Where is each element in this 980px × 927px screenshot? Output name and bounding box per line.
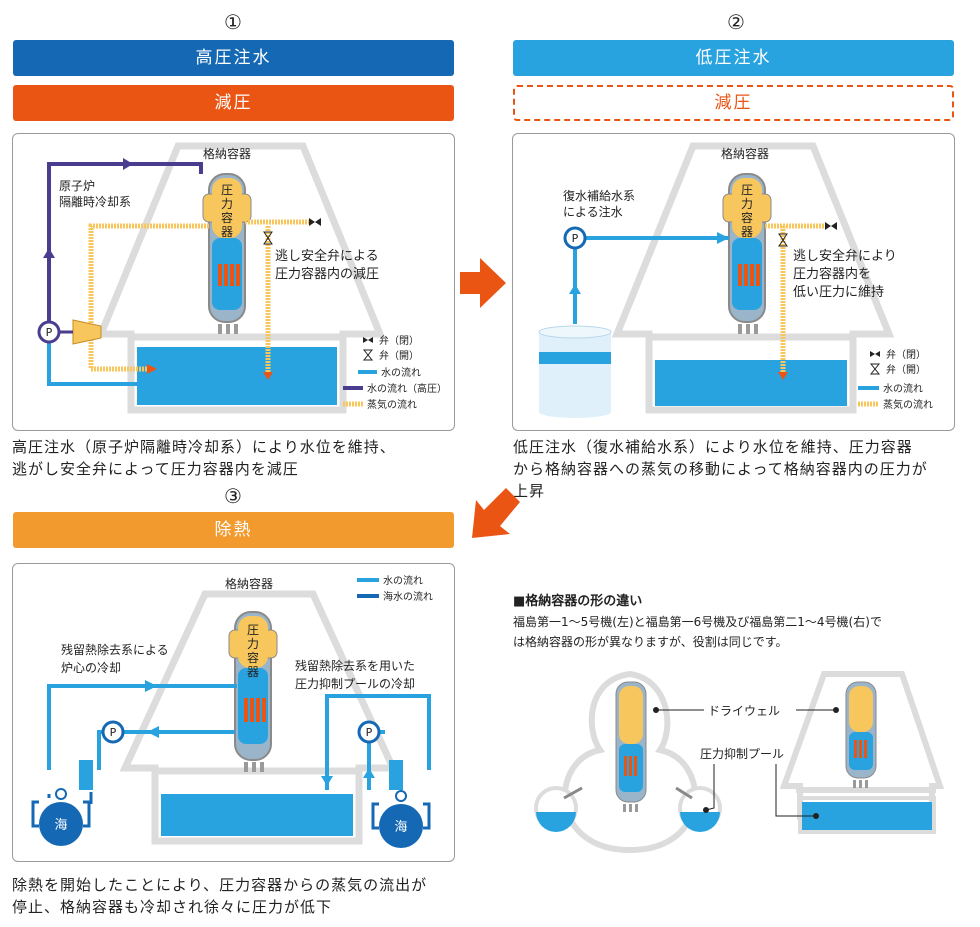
suppression-pool bbox=[161, 794, 353, 836]
step2-bar-depressurization-dashed: 減圧 bbox=[513, 85, 954, 121]
step3-panel: 圧 力 容 器 P 海 P 海 格納容器 残留熱除去系による 炉心の冷却 残留熱… bbox=[12, 563, 455, 862]
svg-text:P: P bbox=[46, 326, 53, 339]
step1-bar-high-pressure-injection: 高圧注水 bbox=[13, 40, 454, 76]
svg-text:圧: 圧 bbox=[247, 623, 259, 637]
svg-text:による注水: による注水 bbox=[563, 204, 623, 219]
step1-bar-depressurization: 減圧 bbox=[13, 85, 454, 121]
turbine-icon bbox=[72, 319, 102, 345]
svg-text:水の流れ: 水の流れ bbox=[883, 382, 923, 395]
step2-panel: 圧 力 容 器 P 復水補給水系 による注水 格納容器 逃し安全弁により 圧力容… bbox=[512, 133, 955, 431]
svg-text:力: 力 bbox=[741, 197, 753, 211]
shapes-text: 福島第一1～5号機(左)と福島第一6号機及び福島第二1～4号機(右)では格納容器… bbox=[513, 615, 882, 649]
svg-text:力: 力 bbox=[221, 197, 233, 211]
svg-text:逃し安全弁により: 逃し安全弁により bbox=[793, 248, 897, 264]
step3-caption: 除熱を開始したことにより、圧力容器からの蒸気の流出が停止、格納容器も冷却され徐々… bbox=[12, 876, 428, 916]
svg-text:器: 器 bbox=[247, 665, 259, 679]
svg-text:容: 容 bbox=[221, 210, 233, 225]
legend: 弁（閉） 弁（開） 水の流れ 水の流れ（高圧） 蒸気の流れ bbox=[343, 334, 447, 411]
container-label: 格納容器 bbox=[203, 146, 251, 161]
svg-text:格納容器: 格納容器 bbox=[721, 146, 769, 161]
vessel-label-1: 圧 bbox=[221, 183, 233, 197]
svg-text:器: 器 bbox=[741, 225, 753, 239]
valve-closed-icon bbox=[309, 218, 321, 226]
step2-caption: 低圧注水（復水補給水系）により水位を維持、圧力容器から格納容器への蒸気の移動によ… bbox=[513, 438, 928, 500]
step1-caption: 高圧注水（原子炉隔離時冷却系）により水位を維持、逃がし安全弁によって圧力容器内を… bbox=[12, 438, 396, 478]
condensate-tank bbox=[538, 325, 612, 418]
containment-shell bbox=[95, 142, 386, 414]
step3-number: ③ bbox=[224, 484, 242, 508]
step3-bar-heat-removal: 除熱 bbox=[13, 512, 454, 548]
valve-note-1: 逃し安全弁による bbox=[275, 248, 379, 264]
svg-text:水の流れ: 水の流れ bbox=[383, 574, 423, 587]
suppression-pool bbox=[137, 347, 337, 405]
sea-right bbox=[379, 804, 423, 848]
svg-text:P: P bbox=[366, 726, 373, 739]
step2-diagram: 圧 力 容 器 P 復水補給水系 による注水 格納容器 逃し安全弁により 圧力容… bbox=[538, 142, 933, 418]
step2-number: ② bbox=[727, 10, 745, 34]
legend: 弁（閉） 弁（開） 水の流れ 蒸気の流れ bbox=[858, 348, 933, 411]
system-label-2: 隔離時冷却系 bbox=[59, 195, 131, 209]
pump-icon bbox=[563, 226, 587, 250]
svg-text:海: 海 bbox=[394, 820, 407, 835]
label-drywell: ドライウェル bbox=[708, 704, 780, 718]
step1-diagram: 圧 力 容 器 P 格納容器 原子炉 隔離時冷却系 逃し安全弁による 圧力容器内… bbox=[37, 142, 447, 414]
svg-text:残留熱除去系を用いた: 残留熱除去系を用いた bbox=[295, 658, 415, 673]
svg-text:弁（開）: 弁（開） bbox=[379, 349, 419, 362]
svg-text:弁（閉）: 弁（閉） bbox=[886, 348, 926, 361]
containment-comparison: ドライウェル 圧力抑制プール bbox=[534, 670, 945, 854]
svg-text:器: 器 bbox=[221, 225, 233, 239]
step1-number: ① bbox=[224, 10, 242, 34]
svg-text:容: 容 bbox=[247, 650, 259, 665]
svg-text:低い圧力に維持: 低い圧力に維持 bbox=[793, 285, 884, 300]
pump-icon bbox=[101, 720, 125, 744]
svg-text:海水の流れ: 海水の流れ bbox=[383, 590, 433, 603]
svg-text:水の流れ: 水の流れ bbox=[381, 366, 421, 379]
step2-bar-low-pressure-injection: 低圧注水 bbox=[513, 40, 954, 76]
svg-text:容: 容 bbox=[741, 210, 753, 225]
svg-text:格納容器: 格納容器 bbox=[225, 576, 273, 591]
svg-text:力: 力 bbox=[247, 637, 259, 651]
svg-text:水の流れ（高圧）: 水の流れ（高圧） bbox=[367, 382, 447, 395]
svg-text:残留熱除去系による: 残留熱除去系による bbox=[61, 642, 169, 657]
svg-text:弁（閉）: 弁（閉） bbox=[379, 334, 419, 347]
suppression-pool bbox=[655, 360, 847, 406]
pump-icon bbox=[357, 720, 381, 744]
step3-diagram: 圧 力 容 器 P 海 P 海 格納容器 残留熱除去系による 炉心の冷却 残留熱… bbox=[31, 574, 433, 848]
svg-text:圧: 圧 bbox=[741, 183, 753, 197]
system-label-1: 原子炉 bbox=[59, 179, 95, 193]
legend: 水の流れ 海水の流れ bbox=[357, 574, 433, 603]
svg-text:弁（開）: 弁（開） bbox=[886, 363, 926, 376]
arrow-down-left-icon bbox=[472, 488, 520, 538]
valve-open-icon bbox=[263, 231, 273, 245]
arrow-right-icon bbox=[460, 258, 506, 308]
svg-text:P: P bbox=[110, 726, 117, 739]
svg-text:P: P bbox=[572, 232, 579, 245]
step1-panel: 圧 力 容 器 P 格納容器 原子炉 隔離時冷却系 逃し安全弁による 圧力容器内… bbox=[12, 133, 455, 431]
svg-text:圧力抑制プールの冷却: 圧力抑制プールの冷却 bbox=[295, 676, 415, 691]
svg-text:炉心の冷却: 炉心の冷却 bbox=[61, 661, 121, 675]
sea-left bbox=[39, 802, 83, 846]
svg-text:蒸気の流れ: 蒸気の流れ bbox=[883, 398, 933, 411]
svg-text:海: 海 bbox=[54, 818, 67, 833]
mark-ii-containment bbox=[779, 671, 945, 820]
svg-text:蒸気の流れ: 蒸気の流れ bbox=[367, 398, 417, 411]
svg-text:圧力容器内を: 圧力容器内を bbox=[793, 266, 871, 282]
svg-text:復水補給水系: 復水補給水系 bbox=[563, 188, 635, 203]
valve-note-2: 圧力容器内の減圧 bbox=[275, 266, 379, 282]
label-pool: 圧力抑制プール bbox=[700, 746, 784, 761]
shapes-heading: ■格納容器の形の違い bbox=[513, 594, 643, 609]
